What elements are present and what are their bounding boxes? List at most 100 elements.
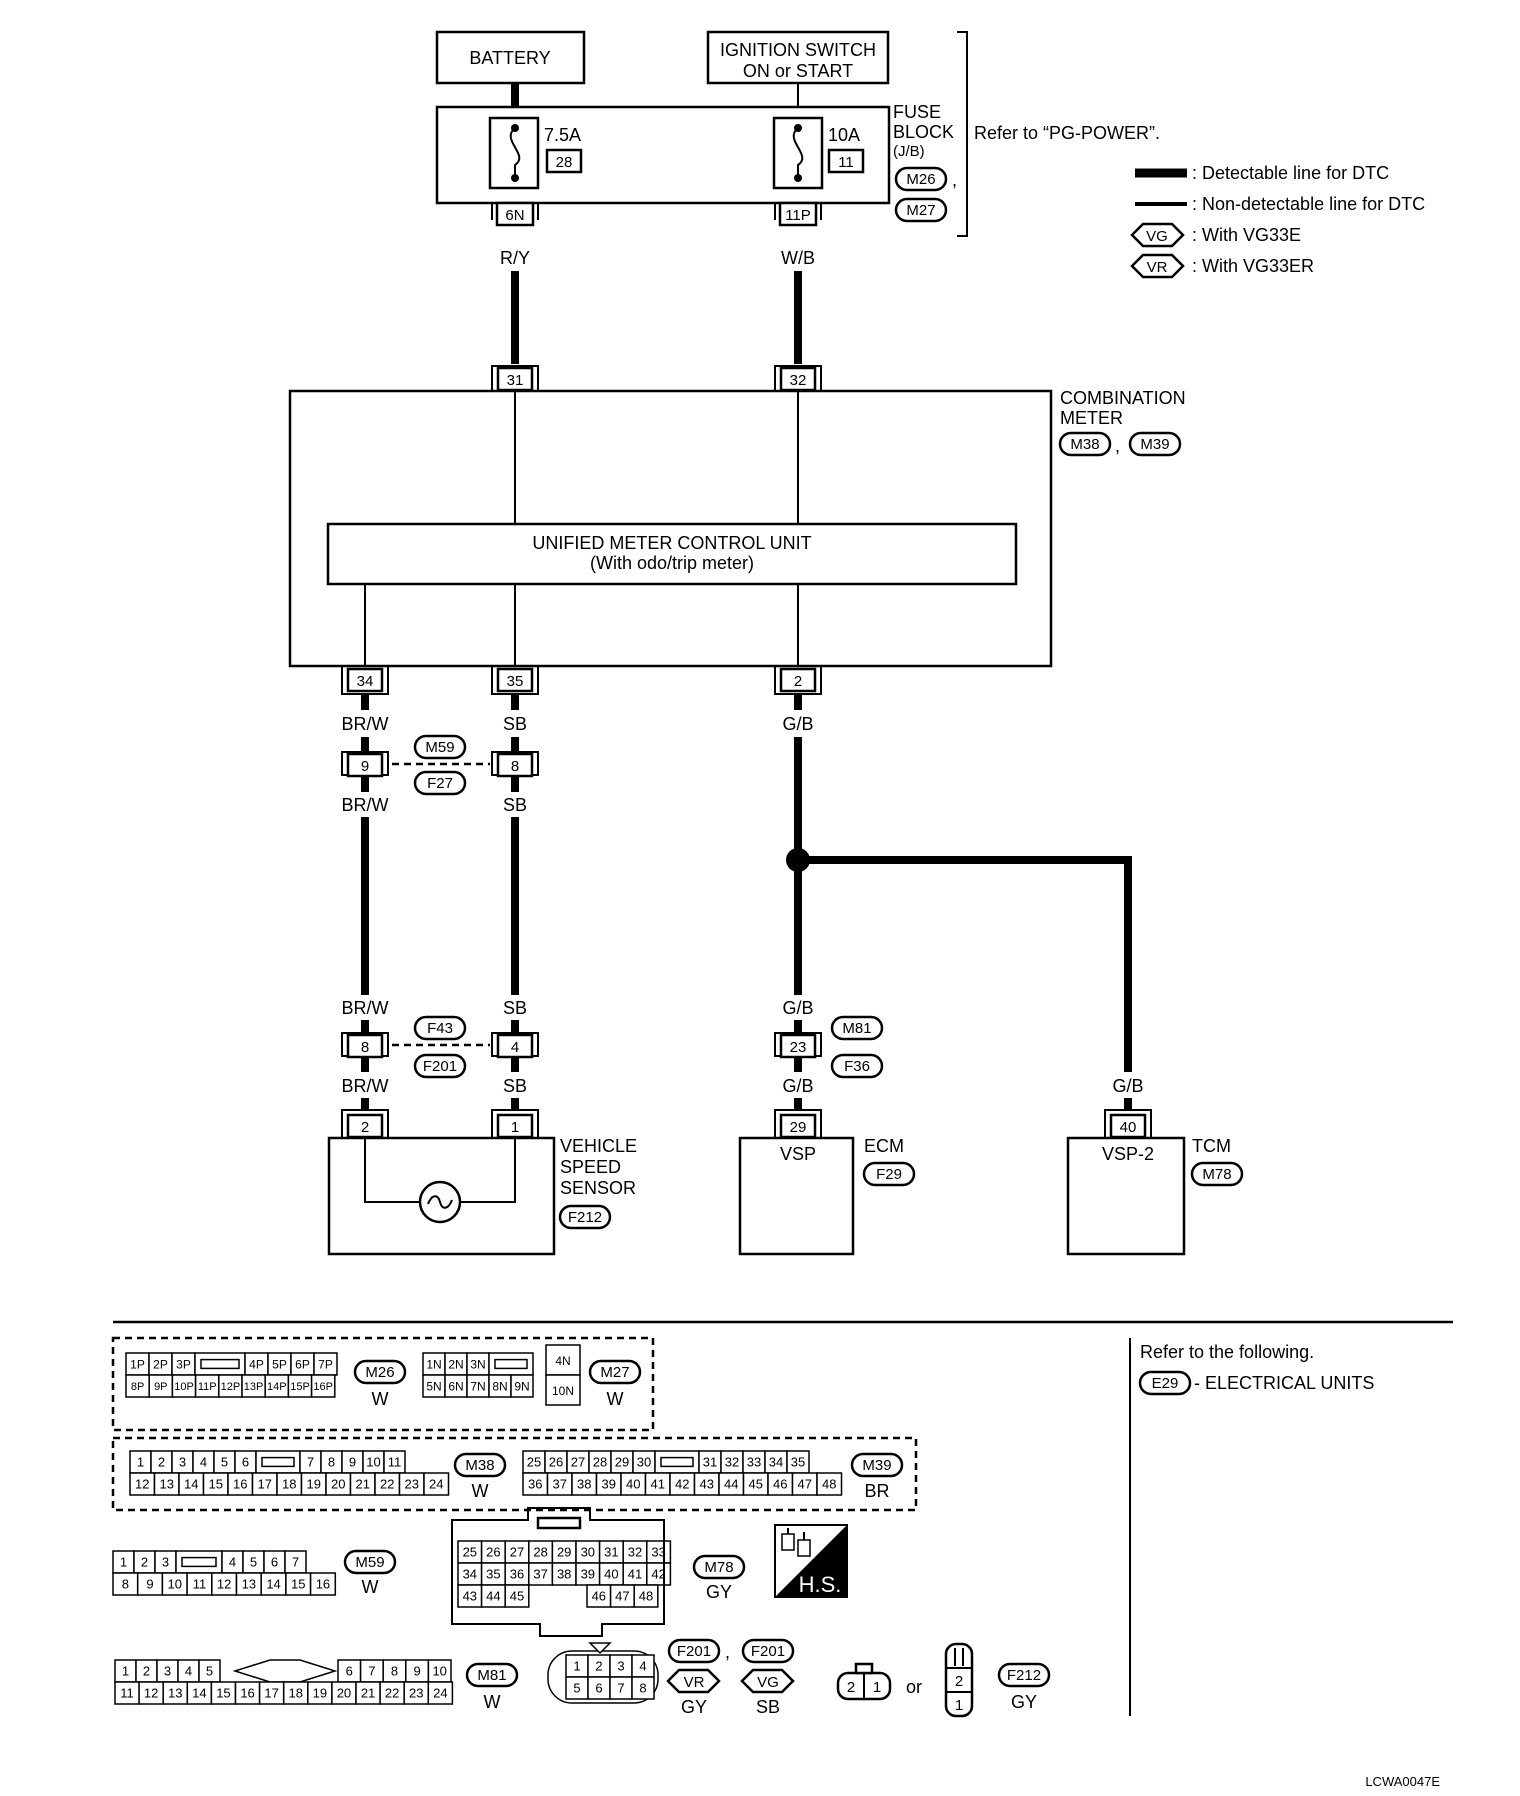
connector-pin-label: 10N bbox=[552, 1384, 574, 1398]
connector-pin-label: 30 bbox=[581, 1545, 595, 1560]
connector-pin-label: 37 bbox=[533, 1567, 547, 1582]
connector-pin-label: 41 bbox=[628, 1567, 642, 1582]
svg-text:SB: SB bbox=[503, 998, 527, 1018]
connector-pin-label: 9 bbox=[413, 1664, 420, 1679]
connector-pin-label: 1 bbox=[120, 1555, 127, 1570]
connector-pin-label: 7 bbox=[617, 1681, 624, 1696]
connector-pin-label: 4P bbox=[249, 1357, 264, 1371]
svg-text:W: W bbox=[484, 1692, 501, 1712]
svg-text:M81: M81 bbox=[842, 1020, 871, 1037]
svg-text:G/B: G/B bbox=[1112, 1076, 1143, 1096]
svg-text:BR/W: BR/W bbox=[342, 1076, 389, 1096]
terminal-2: 2 bbox=[774, 666, 822, 695]
connector-pin-label: 28 bbox=[533, 1545, 547, 1560]
svg-text:BR: BR bbox=[864, 1481, 889, 1501]
refer-pg-power: Refer to “PG-POWER”. bbox=[974, 123, 1160, 143]
connector-pin-label: 20 bbox=[331, 1477, 345, 1492]
connector-pin-label: 19 bbox=[307, 1477, 321, 1492]
connector-pin-label: 11 bbox=[120, 1686, 134, 1701]
connector-pin-label: 27 bbox=[571, 1455, 585, 1470]
fuse-7-5a: 7.5A 28 bbox=[488, 116, 583, 190]
connector-pin-label: 9P bbox=[154, 1381, 167, 1393]
connector-f212-face: 2 1 or 2 1 F212 GY bbox=[836, 1642, 1051, 1718]
terminal-34: 34 bbox=[341, 666, 389, 695]
joint-connector-m81-f36: 23 M81 F36 bbox=[774, 1015, 884, 1079]
connector-pin-label: 35 bbox=[486, 1567, 500, 1582]
svg-text:4: 4 bbox=[511, 1039, 519, 1056]
svg-text:G/B: G/B bbox=[782, 1076, 813, 1096]
svg-text:UNIFIED METER CONTROL UNIT: UNIFIED METER CONTROL UNIT bbox=[532, 533, 811, 553]
svg-text:VSP: VSP bbox=[780, 1144, 816, 1164]
svg-text:G/B: G/B bbox=[782, 714, 813, 734]
svg-text:8: 8 bbox=[361, 1039, 369, 1056]
svg-text:W: W bbox=[372, 1389, 389, 1409]
connector-pin-label: 11P bbox=[198, 1381, 217, 1393]
connector-pin-label: 26 bbox=[486, 1545, 500, 1560]
connector-pin-label: 5 bbox=[250, 1555, 257, 1570]
svg-text:6N: 6N bbox=[505, 207, 524, 224]
svg-text:: With VG33E: : With VG33E bbox=[1192, 225, 1301, 245]
connector-pin-label: 2 bbox=[141, 1555, 148, 1570]
connector-pin-label: 3P bbox=[176, 1357, 191, 1371]
svg-text:SPEED: SPEED bbox=[560, 1157, 621, 1177]
connector-pin-label: 6 bbox=[346, 1664, 353, 1679]
connector-pin-label: 25 bbox=[527, 1455, 541, 1470]
svg-text:VG: VG bbox=[757, 1674, 779, 1691]
svg-text:Refer to the following.: Refer to the following. bbox=[1140, 1342, 1314, 1362]
connector-pin-label: 34 bbox=[769, 1455, 783, 1470]
connector-pin-label: 23 bbox=[409, 1686, 423, 1701]
connector-pin-label: 10P bbox=[174, 1381, 194, 1393]
connector-pin-label: 27 bbox=[510, 1545, 524, 1560]
connector-pin-label: 9 bbox=[349, 1455, 356, 1470]
wire-ry: R/Y bbox=[500, 248, 530, 268]
connector-pin-label: 2 bbox=[158, 1455, 165, 1470]
connector-pin-label: 8 bbox=[639, 1681, 646, 1696]
connector-pin-label: 42 bbox=[675, 1477, 689, 1492]
svg-text:F29: F29 bbox=[876, 1166, 902, 1183]
terminal-11p: 11P bbox=[774, 201, 822, 227]
svg-text:28: 28 bbox=[556, 154, 573, 171]
fuse-10a: 10A 11 bbox=[772, 116, 865, 190]
svg-text:8: 8 bbox=[511, 758, 519, 775]
connector-pin-label: 17 bbox=[258, 1477, 272, 1492]
connector-pin-label: 48 bbox=[639, 1589, 653, 1604]
svg-text:VR: VR bbox=[684, 1674, 705, 1691]
connector-pin-label: 10 bbox=[366, 1455, 380, 1470]
connector-pin-label: 20 bbox=[337, 1686, 351, 1701]
connector-pin-label: 7 bbox=[307, 1455, 314, 1470]
svg-text:F201: F201 bbox=[751, 1643, 785, 1660]
connector-pin-label: 1 bbox=[573, 1659, 580, 1674]
svg-text:- ELECTRICAL UNITS: - ELECTRICAL UNITS bbox=[1194, 1373, 1374, 1393]
connector-pin-label: 29 bbox=[615, 1455, 629, 1470]
connector-pin-label: 3N bbox=[470, 1357, 485, 1371]
connector-pin-label: 16 bbox=[240, 1686, 254, 1701]
svg-text:29: 29 bbox=[790, 1119, 807, 1136]
connector-pin-label: 4 bbox=[229, 1555, 236, 1570]
svg-text:2: 2 bbox=[361, 1119, 369, 1136]
svg-text:VG: VG bbox=[1146, 228, 1168, 245]
connector-pin-label: 33 bbox=[651, 1545, 665, 1560]
svg-text:M27: M27 bbox=[906, 202, 935, 219]
connector-pin-label: 4N bbox=[555, 1354, 570, 1368]
svg-text:COMBINATION: COMBINATION bbox=[1060, 388, 1186, 408]
connector-pin-label: 15 bbox=[209, 1477, 223, 1492]
connector-pin-label: 13 bbox=[242, 1577, 256, 1592]
svg-text:2: 2 bbox=[955, 1673, 963, 1690]
connector-pin-label: 15 bbox=[291, 1577, 305, 1592]
svg-text:W: W bbox=[362, 1577, 379, 1597]
connector-pin-label: 48 bbox=[822, 1477, 836, 1492]
connector-pin-label: 15 bbox=[216, 1686, 230, 1701]
connector-pin-label: 30 bbox=[637, 1455, 651, 1470]
svg-text:2: 2 bbox=[794, 673, 802, 690]
connector-pin-label: 5N bbox=[426, 1379, 441, 1393]
connector-pin-label: 40 bbox=[626, 1477, 640, 1492]
tcm: 40 VSP-2 TCM M78 bbox=[1066, 1109, 1244, 1256]
svg-text:SB: SB bbox=[503, 1076, 527, 1096]
connector-pin-label: 34 bbox=[463, 1567, 477, 1582]
svg-text:VR: VR bbox=[1147, 259, 1168, 276]
connector-pin-label: 7 bbox=[292, 1555, 299, 1570]
svg-text:1: 1 bbox=[511, 1119, 519, 1136]
